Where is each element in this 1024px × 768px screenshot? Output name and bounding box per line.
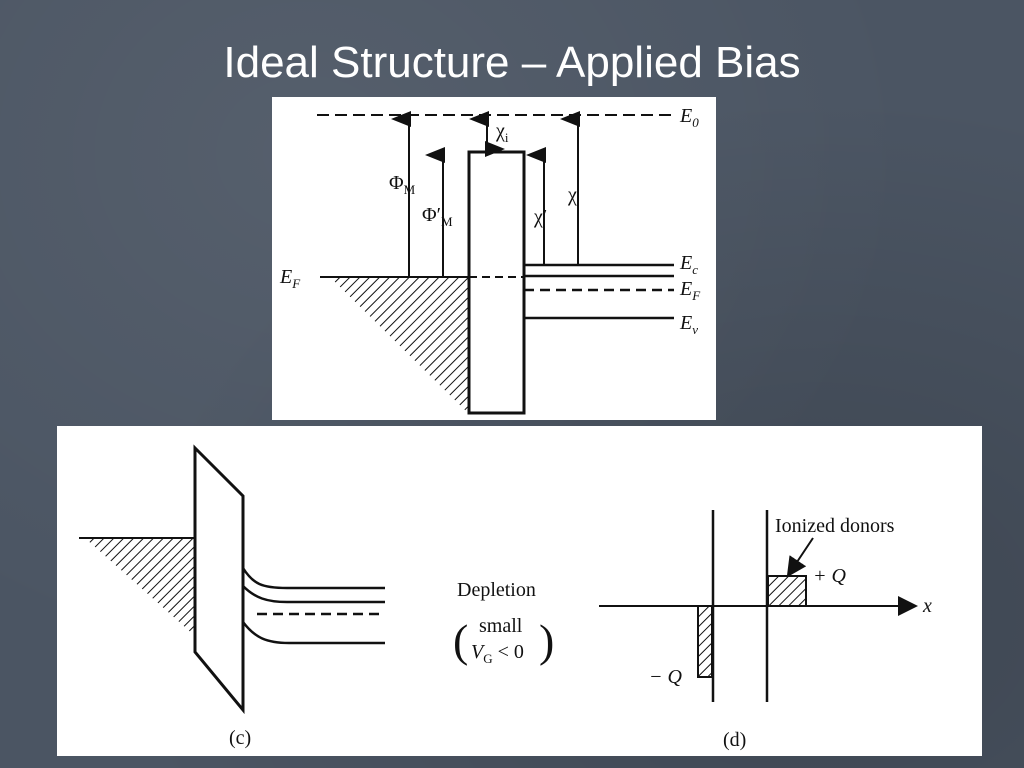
c-metal-hatch xyxy=(85,538,195,636)
label-small: small xyxy=(479,615,523,637)
c-conduction-band-curve-2 xyxy=(242,585,385,604)
label-paren-right: ) xyxy=(539,615,554,666)
label-ef-left: EF xyxy=(279,266,301,291)
label-depletion: Depletion xyxy=(457,579,536,601)
label-x-axis: x xyxy=(922,595,932,617)
energy-band-svg: E0 χi ΦM Φ′M χ′ χ EF Ec EF Ev xyxy=(279,105,701,415)
label-phi-m-prime: Φ′M xyxy=(422,204,453,229)
c-oxide-parallelogram xyxy=(193,444,245,715)
depletion-diagram-panel: (c) Depletion ( small VG < 0 ) x Ionized… xyxy=(57,426,982,756)
label-vg-condition: VG < 0 xyxy=(471,641,524,666)
slide-title: Ideal Structure – Applied Bias xyxy=(223,38,801,87)
oxide-layer-box xyxy=(467,150,526,415)
label-ef-right: EF xyxy=(679,278,701,303)
label-phi-m: ΦM xyxy=(389,172,416,197)
label-ec: Ec xyxy=(679,252,698,277)
depletion-svg: (c) Depletion ( small VG < 0 ) x Ionized… xyxy=(79,444,932,751)
label-chi: χ xyxy=(567,184,577,206)
label-plus-q: + Q xyxy=(813,565,846,587)
c-valence-band-curve xyxy=(242,621,385,645)
label-chi-i: χi xyxy=(495,120,509,145)
metal-fermi-sea-hatch xyxy=(330,277,468,413)
label-paren-left: ( xyxy=(453,615,468,666)
label-e0: E0 xyxy=(679,105,699,130)
c-conduction-band-curve xyxy=(241,567,385,590)
d-ionized-donors-pointer xyxy=(786,537,814,578)
label-ionized-donors: Ionized donors xyxy=(775,515,895,537)
label-minus-q: − Q xyxy=(649,666,682,688)
label-ev: Ev xyxy=(679,312,698,337)
d-negative-charge-bar xyxy=(697,605,713,678)
energy-band-diagram: E0 χi ΦM Φ′M χ′ χ EF Ec EF Ev xyxy=(272,97,716,420)
label-panel-c: (c) xyxy=(229,727,251,749)
d-positive-charge-block xyxy=(767,575,807,607)
label-chi-prime: χ′ xyxy=(533,206,547,228)
label-panel-d: (d) xyxy=(723,729,746,751)
